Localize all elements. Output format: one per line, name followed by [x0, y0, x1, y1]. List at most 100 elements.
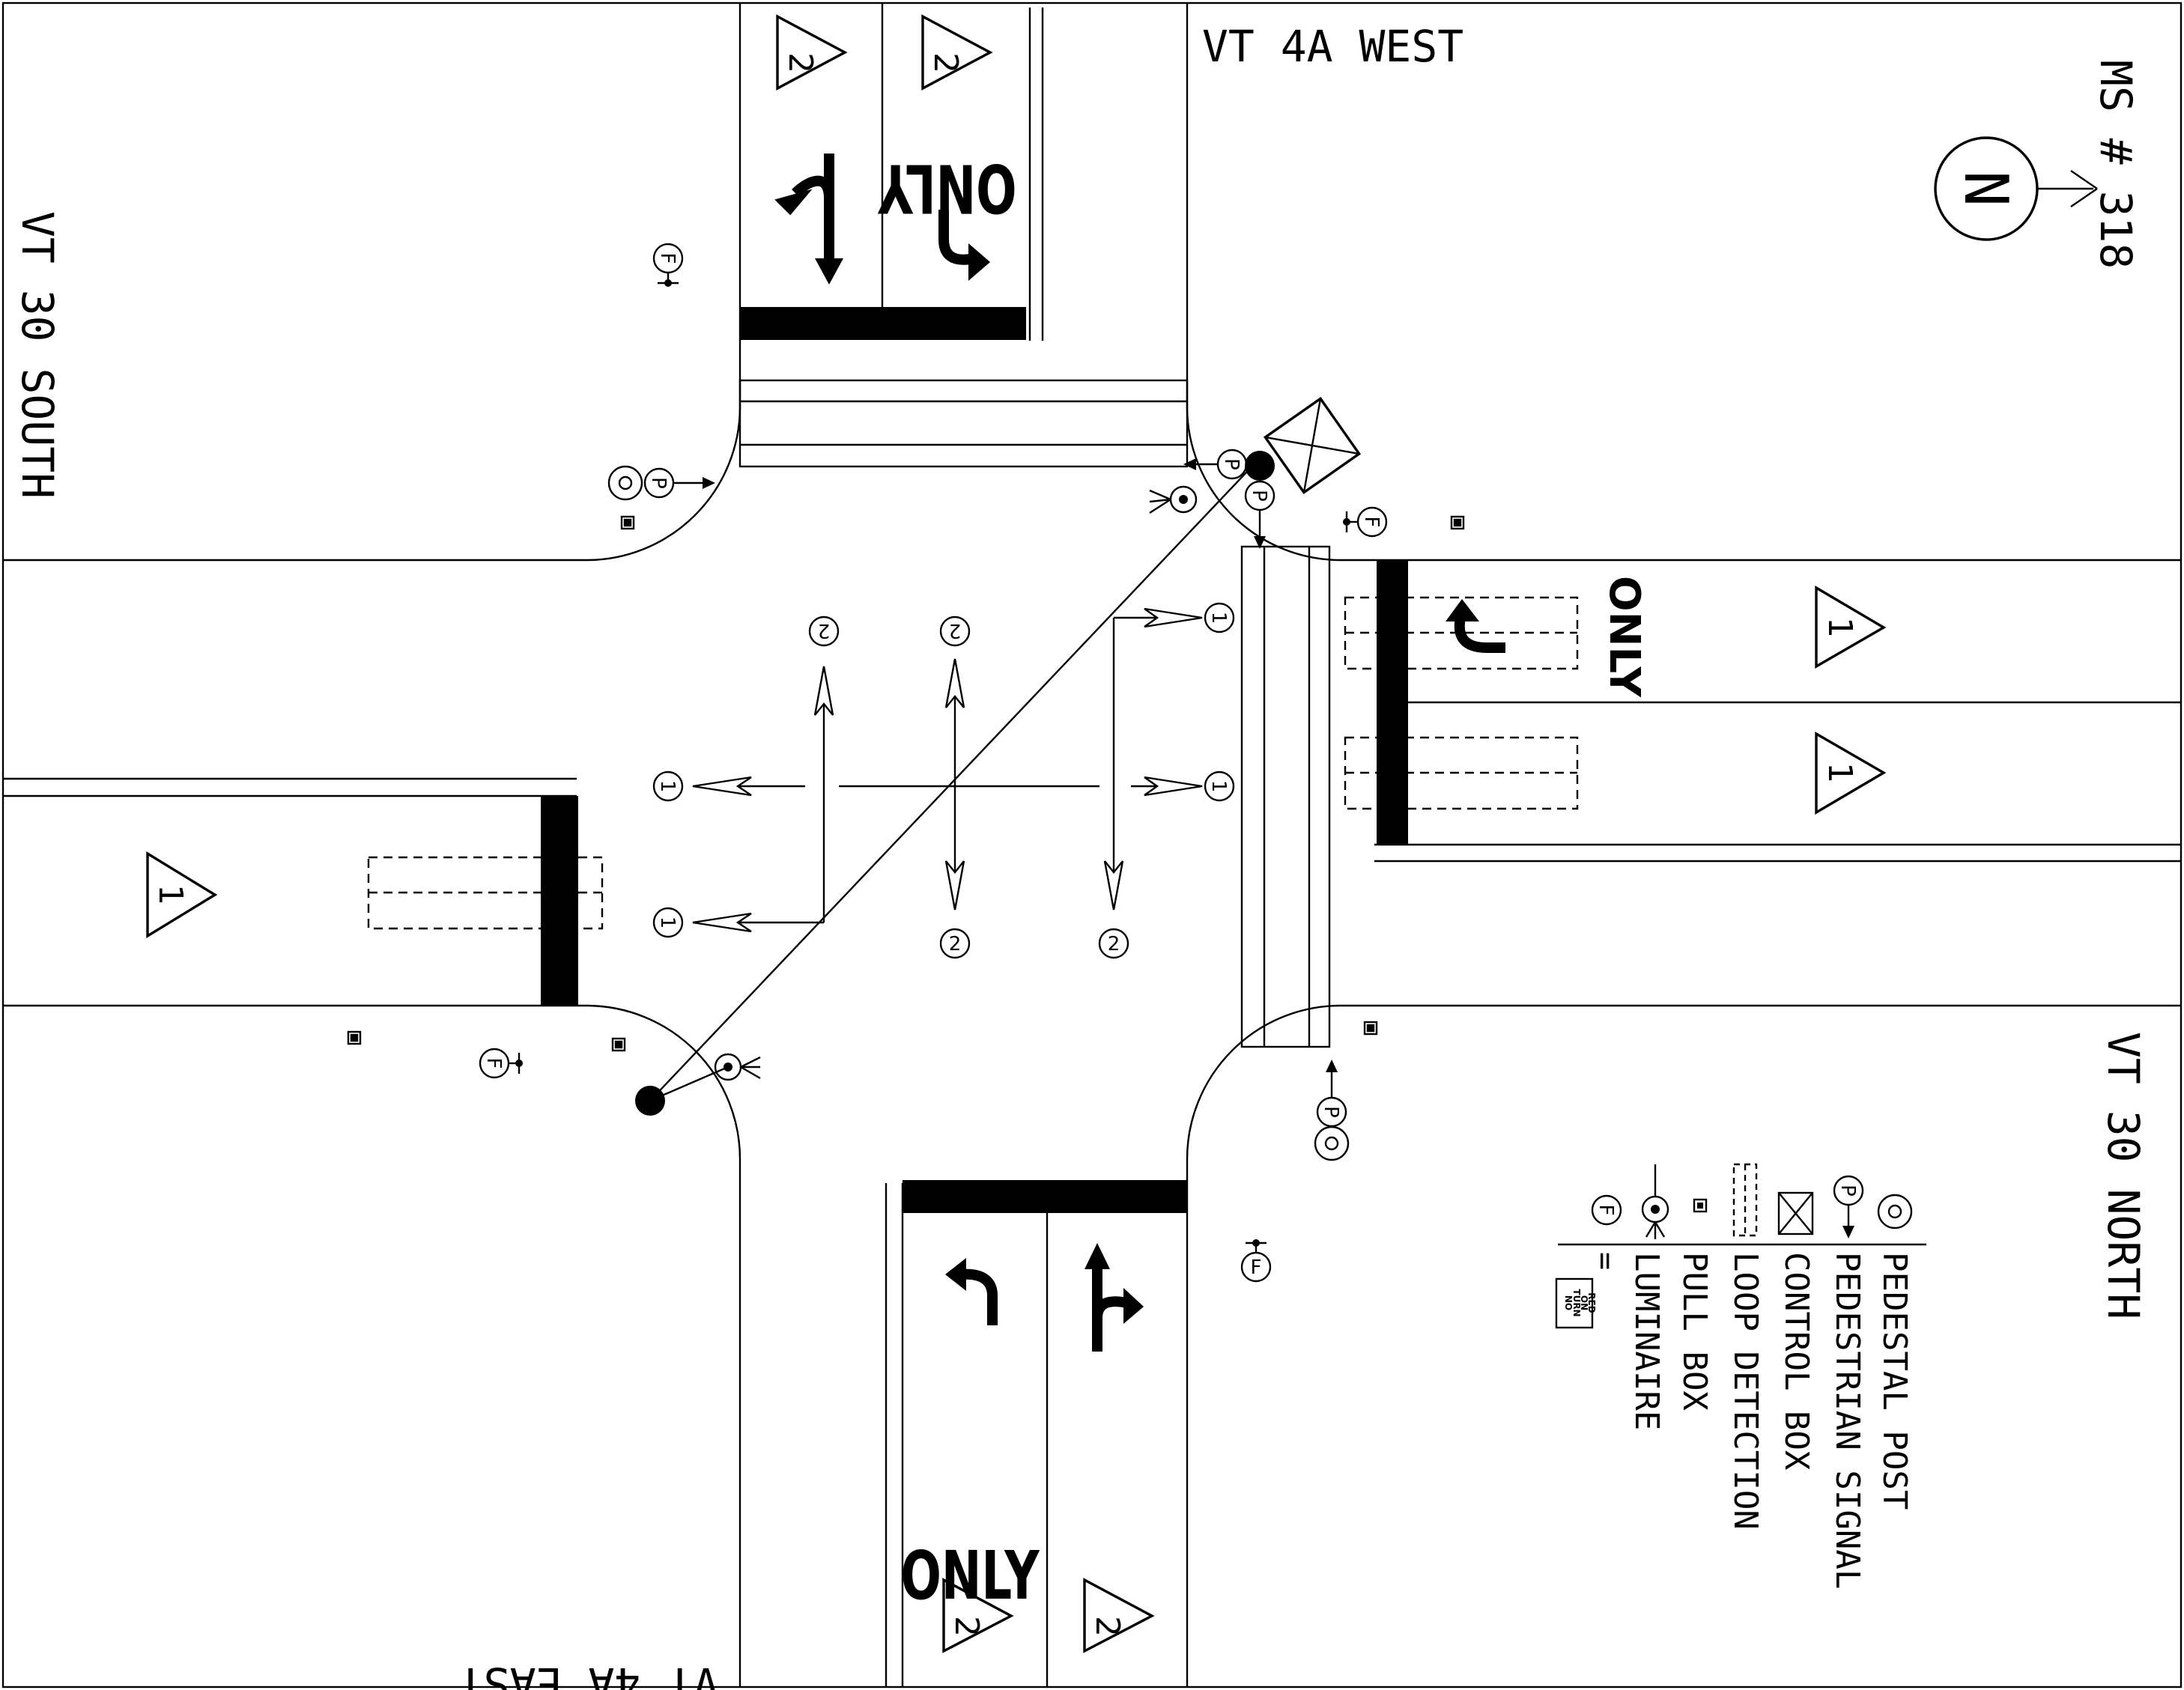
svg-text:ONLY: ONLY	[1600, 576, 1648, 698]
phase-triangles	[146, 14, 1887, 1653]
arrow-south-through-right	[1092, 1265, 1129, 1352]
svg-text:2: 2	[781, 52, 819, 73]
svg-text:P: P	[1836, 1185, 1859, 1197]
label-ms-number: MS # 318	[2090, 60, 2141, 269]
legend-pull-box-icon	[1693, 1198, 1708, 1213]
svg-text:1: 1	[1821, 762, 1859, 783]
svg-text:PULL BOX: PULL BOX	[1675, 1252, 1714, 1411]
svg-text:2: 2	[949, 933, 962, 955]
phase-circle-2-b: 2	[939, 615, 971, 647]
phase-circle-2-a: 2	[808, 615, 840, 647]
north-arrow: N	[1934, 136, 2098, 241]
label-vt30-north: VT 30 NORTH	[2098, 1032, 2149, 1319]
triangle-phase-2-s1	[942, 1578, 1014, 1653]
svg-text:2: 2	[1088, 1616, 1126, 1637]
luminaire-sw	[714, 1053, 761, 1081]
road-edges	[3, 3, 2181, 1687]
crosswalk-east	[1240, 545, 1331, 1048]
legend-ped-signal-icon: P	[1833, 1175, 1864, 1238]
svg-text:ONLY: ONLY	[877, 149, 1016, 227]
svg-text:1: 1	[1207, 612, 1230, 624]
crosswalk-north	[738, 379, 1189, 468]
control-box	[1263, 396, 1362, 495]
phase-circle-1-d: 1	[1204, 770, 1235, 802]
arrow-nw-right	[938, 210, 975, 265]
pull-boxes	[347, 515, 1465, 1052]
svg-text:P: P	[1248, 490, 1270, 502]
svg-text:PEDESTRIAN SIGNAL: PEDESTRIAN SIGNAL	[1828, 1252, 1866, 1589]
svg-text:1: 1	[151, 884, 189, 905]
ped-signal-ne2: P	[1244, 480, 1275, 549]
triangle-phase-1-e1	[1815, 586, 1887, 669]
phase-circle-2-c: 2	[939, 928, 971, 959]
legend-pedestal-post-icon	[1877, 1194, 1913, 1229]
svg-text:2: 2	[949, 619, 962, 642]
svg-text:CONTROL BOX: CONTROL BOX	[1777, 1252, 1816, 1471]
movement-arrowheads	[692, 607, 1203, 933]
phase-circle-1-c: 1	[1204, 602, 1235, 633]
svg-text:1: 1	[656, 917, 679, 929]
signal-pole-sw	[635, 1066, 729, 1116]
svg-text:TURN: TURN	[1571, 1289, 1582, 1316]
svg-text:LUMINAIRE: LUMINAIRE	[1628, 1252, 1666, 1430]
svg-text:1: 1	[1821, 617, 1859, 638]
svg-text:1: 1	[1207, 780, 1230, 793]
flasher-se: F	[1240, 1239, 1272, 1283]
svg-text:ONLY: ONLY	[900, 1537, 1040, 1615]
triangle-phase-2-nw2	[921, 14, 993, 91]
lane-arrows	[774, 154, 1505, 1352]
svg-text:F: F	[1595, 1205, 1617, 1216]
legend-flasher-icon: F	[1591, 1194, 1622, 1226]
svg-text:2: 2	[1108, 933, 1120, 955]
svg-text:2: 2	[818, 619, 831, 642]
svg-text:NO: NO	[1563, 1295, 1574, 1310]
flasher-ne: F	[1343, 506, 1388, 538]
svg-text:P: P	[1320, 1106, 1342, 1118]
ped-signal-nw: P	[607, 465, 715, 501]
triangle-phase-2-s2	[1083, 1578, 1155, 1653]
svg-text:F: F	[656, 253, 679, 264]
legend-loop-icon	[1732, 1163, 1758, 1237]
svg-text:RED: RED	[1586, 1292, 1597, 1313]
road-labels: VT 4A WEST VT 4A EAST VT 30 SOUTH VT 30 …	[12, 21, 2149, 1690]
label-vt4a-west: VT 4A WEST	[1202, 21, 1463, 72]
svg-text:2: 2	[947, 1616, 986, 1637]
svg-text:LOOP DETECTION: LOOP DETECTION	[1726, 1252, 1765, 1530]
arrow-nw-left-through	[792, 154, 834, 262]
svg-text:PEDESTAL POST: PEDESTAL POST	[1875, 1252, 1914, 1510]
arrow-east-left	[1454, 616, 1505, 653]
label-vt30-south: VT 30 SOUTH	[12, 211, 63, 499]
triangle-phase-2-nw1	[776, 14, 848, 91]
svg-text:F: F	[1251, 1256, 1262, 1279]
legend-no-turn-on-red-sign: NO TURN ON RED	[1555, 1277, 1597, 1329]
movement-lines	[649, 458, 1261, 1101]
svg-text:2: 2	[926, 52, 965, 73]
svg-text:ON: ON	[1579, 1295, 1589, 1310]
svg-text:F: F	[1360, 517, 1383, 528]
luminaire-ne	[1149, 485, 1198, 514]
ped-signal-se: P	[1314, 1060, 1350, 1161]
svg-text:P: P	[1220, 458, 1243, 470]
legend-control-box-icon	[1777, 1191, 1814, 1235]
svg-text:N: N	[1951, 171, 2021, 207]
signal-pole-ne	[1245, 396, 1362, 495]
legend: P F PEDESTAL POST	[1555, 1163, 1926, 1589]
legend-luminaire-icon	[1641, 1164, 1669, 1239]
svg-text:P: P	[647, 477, 670, 489]
triangle-phase-1-w	[146, 851, 218, 939]
flasher-sw: F	[479, 1048, 523, 1079]
loop-detectors	[367, 596, 1579, 930]
only-markings: ONLY ONLY ONLY	[877, 149, 1648, 1615]
phase-circle-1-b: 1	[652, 907, 684, 938]
svg-text:=: =	[1588, 1252, 1622, 1270]
ped-signal-ne1: P	[1183, 449, 1248, 480]
svg-text:F: F	[482, 1058, 505, 1069]
phase-triangle-labels: 2 2 1 1 1 2 2	[151, 52, 1859, 1637]
triangle-phase-1-e2	[1815, 732, 1887, 815]
phase-circles: 2 2 2 2 1 1 1 1	[652, 602, 1235, 959]
phase-circle-1-a: 1	[652, 770, 684, 802]
stop-bars	[541, 307, 1408, 1213]
phase-circle-2-d: 2	[1098, 928, 1129, 959]
flasher-nw: F	[652, 243, 684, 287]
